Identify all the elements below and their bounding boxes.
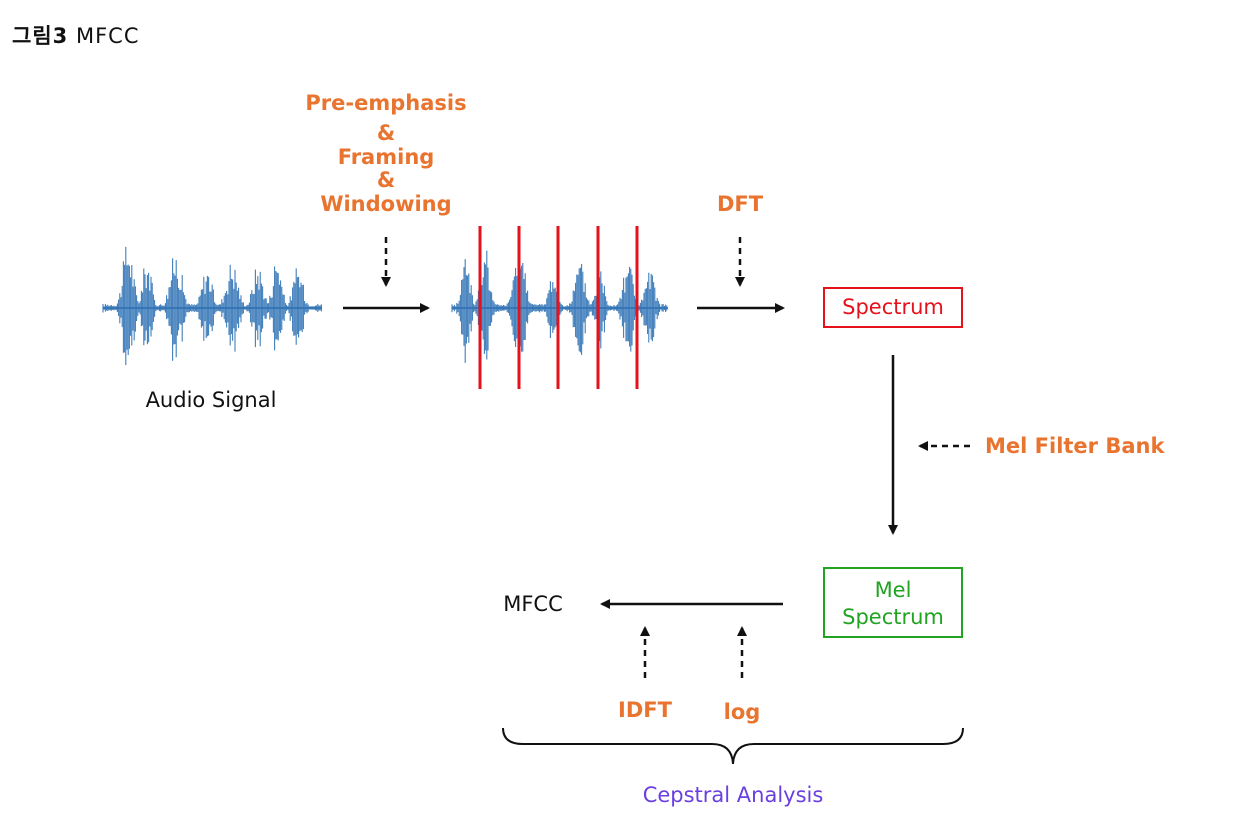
mel-spectrum-box [823, 567, 963, 638]
cepstral-brace [502, 727, 964, 765]
dft-label: DFT [717, 192, 764, 216]
mfcc-output-label: MFCC [503, 592, 563, 616]
frame-lines [478, 226, 639, 389]
figure-caption: 그림3 MFCC [12, 20, 139, 50]
ampersand-1: & [377, 121, 395, 145]
figure-title: MFCC [75, 24, 140, 48]
audio-signal-label: Audio Signal [146, 388, 277, 412]
log-label: log [724, 700, 761, 724]
pre-emphasis-label: Pre-emphasis [305, 91, 466, 115]
framing-label: Framing [338, 145, 435, 169]
preprocessing-label: Pre-emphasis & Framing & Windowing [305, 91, 466, 216]
windowing-label: Windowing [320, 192, 451, 216]
mel-filter-bank-label: Mel Filter Bank [985, 434, 1165, 458]
figure-number: 그림3 [12, 24, 69, 48]
idft-label: IDFT [618, 698, 673, 722]
spectrum-box [823, 287, 963, 328]
spectrum-label: Spectrum [842, 295, 944, 319]
mel-spectrum-label-line2: Spectrum [842, 605, 944, 629]
audio-waveform [102, 246, 322, 366]
mel-spectrum-label-line1: Mel [875, 578, 912, 602]
ampersand-2: & [377, 168, 395, 192]
cepstral-analysis-label: Cepstral Analysis [643, 783, 824, 807]
